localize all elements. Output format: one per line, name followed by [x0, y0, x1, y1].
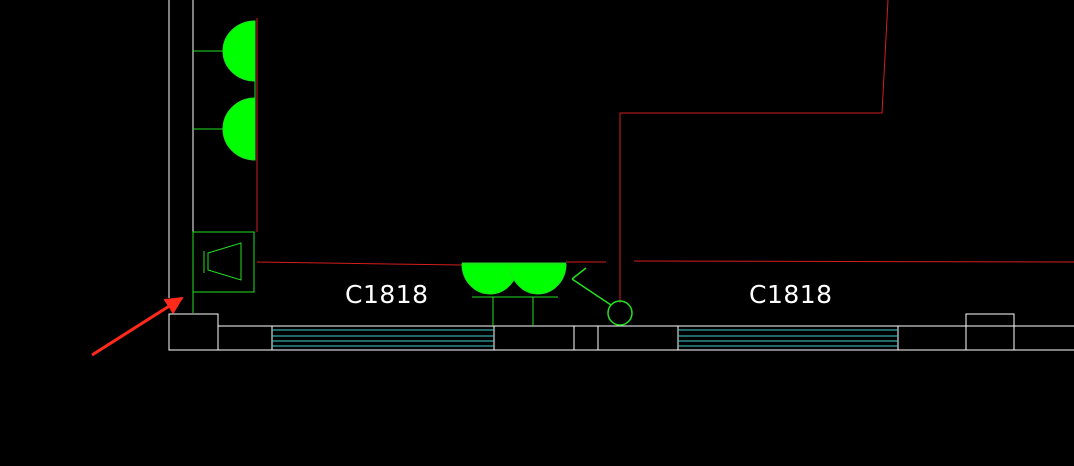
double-dome-fixture [461, 262, 567, 326]
green-half-dome-icon [461, 263, 519, 295]
corner-column [168, 313, 219, 351]
window-glazing [272, 329, 898, 347]
red-line-upper-room [619, 0, 889, 303]
window-label-right: C1818 [749, 280, 833, 309]
left-wall-fixtures [193, 20, 256, 161]
green-half-dome-icon [509, 263, 567, 295]
red-boundary-lines [256, 0, 1074, 303]
green-half-dome-icon [222, 20, 256, 82]
window-label-left: C1818 [345, 280, 429, 309]
red-arrow-icon [91, 296, 184, 357]
circle-marker-group [571, 267, 633, 326]
circle-marker-tick [571, 267, 587, 280]
green-circle-icon [607, 300, 633, 326]
right-column [965, 313, 1015, 351]
symbol-frame [192, 231, 255, 293]
circle-marker-diagonal [571, 278, 612, 306]
red-line-sill-left [256, 261, 463, 266]
white-walls [168, 0, 1074, 351]
green-half-dome-icon [222, 97, 256, 161]
red-line-sill-right [633, 260, 1074, 263]
trapezoid-symbol-box [192, 231, 255, 313]
trapezoid-symbol-icon [207, 242, 242, 281]
